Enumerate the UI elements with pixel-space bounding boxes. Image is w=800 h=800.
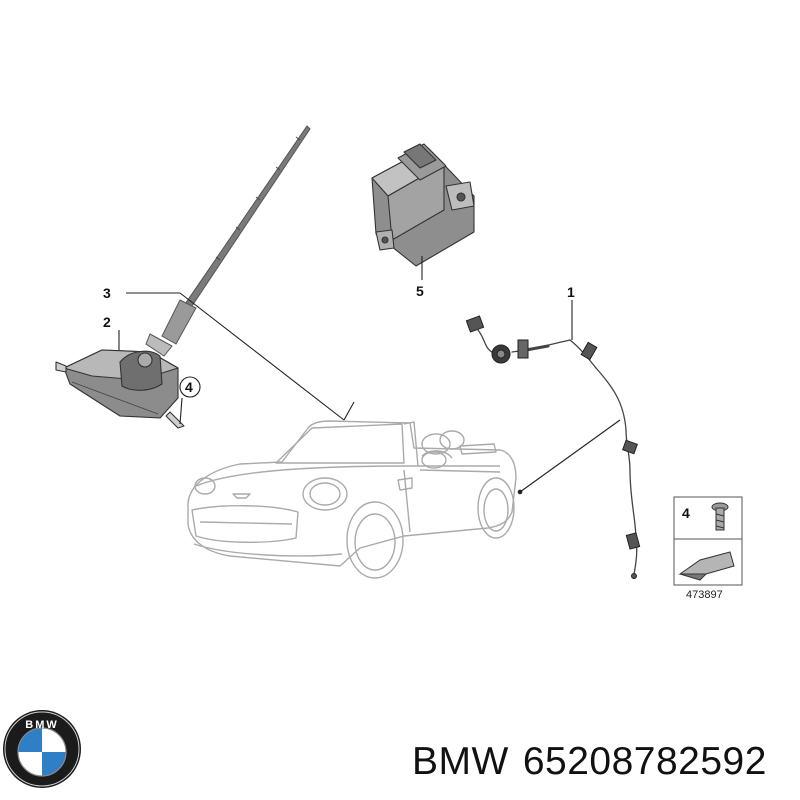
screw-icon — [711, 502, 729, 531]
cable-harness — [477, 329, 638, 575]
bmw-logo-text: BMW — [25, 719, 59, 731]
caption-brand: BMW — [412, 740, 509, 783]
callout-4-circle — [179, 376, 201, 398]
bmw-logo: BMW — [3, 710, 81, 788]
callout-2: 2 — [103, 314, 111, 330]
antenna-mast — [145, 125, 311, 357]
legend-label: 4 — [682, 505, 690, 521]
callout-4: 4 — [185, 379, 193, 395]
part-caption: BMW 65208782592 — [412, 734, 792, 790]
leader-lines — [118, 256, 621, 495]
arrow-icon — [678, 551, 735, 581]
catalog-number: 473897 — [686, 589, 723, 601]
cable-connectors — [465, 315, 641, 579]
car-outline — [187, 420, 517, 579]
callout-1: 1 — [567, 284, 575, 300]
antenna-base — [55, 349, 185, 429]
control-module — [371, 143, 475, 267]
legend-box: 4 473897 — [673, 496, 743, 601]
caption-part-number: 65208782592 — [522, 740, 767, 783]
callout-5: 5 — [416, 283, 424, 299]
callout-3: 3 — [103, 285, 111, 301]
